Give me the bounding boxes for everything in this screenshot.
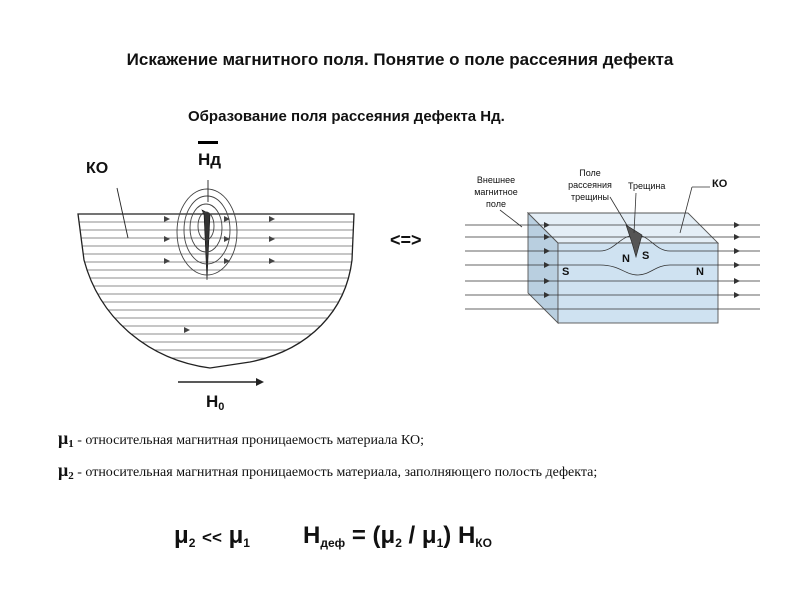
equivalence-sign: <=> <box>390 230 422 250</box>
ko-label-left: КО <box>86 160 109 177</box>
magnetized-block-diagram <box>465 186 760 325</box>
ko-label-right: КО <box>712 178 728 190</box>
formula-inequality: μ2 << μ1 <box>174 522 250 550</box>
formula-defect-field: Ндеф = (μ2 / μ1) НКО <box>303 522 492 550</box>
pole-s-left: S <box>562 266 570 278</box>
stray-field-label: Поле рассеяния трещины <box>568 168 612 202</box>
definition-mu2: μ2 - относительная магнитная проницаемос… <box>58 460 598 482</box>
external-field-label: Внешнее магнитное поле <box>474 175 518 209</box>
h0-label: Н0 <box>206 392 225 413</box>
definition-mu1: μ1 - относительная магнитная проницаемос… <box>58 428 424 450</box>
magnetized-part-diagram <box>77 180 355 386</box>
page-subtitle: Образование поля рассеяния дефекта Нд. <box>188 108 505 125</box>
page-title: Искажение магнитного поля. Понятие о пол… <box>126 50 674 69</box>
hd-vector-bar <box>198 141 218 144</box>
pole-n-right: N <box>696 266 704 278</box>
pole-n-crack: N <box>622 253 630 265</box>
pole-s-crack: S <box>642 250 650 262</box>
hd-label: Нд <box>198 150 222 169</box>
crack-label: Трещина <box>628 181 666 191</box>
